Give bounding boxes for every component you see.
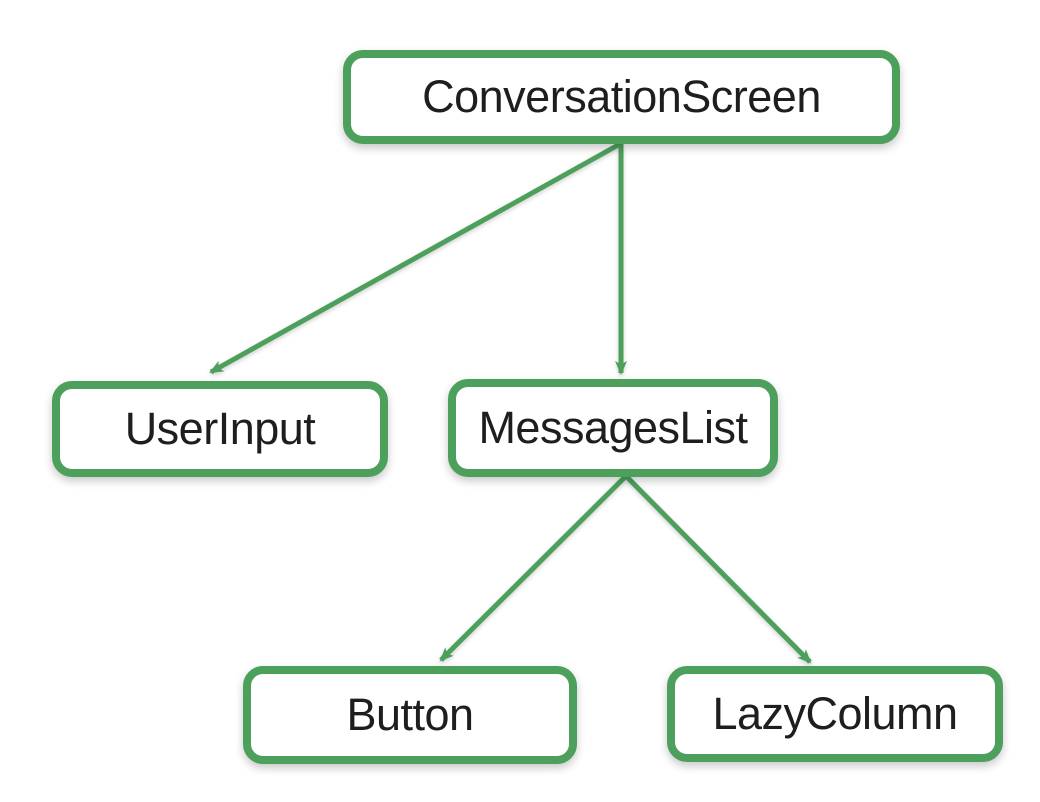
edge-messageslist-to-lazycolumn [624, 474, 812, 664]
edge-messageslist-to-button [439, 474, 628, 662]
node-lazy-column: LazyColumn [667, 666, 1003, 762]
node-button: Button [243, 666, 577, 764]
node-messages-list: MessagesList [448, 379, 778, 477]
node-conversation-screen-label: ConversationScreen [422, 70, 821, 122]
node-lazy-column-label: LazyColumn [712, 687, 958, 739]
node-user-input-label: UserInput [124, 402, 316, 454]
node-messages-list-label: MessagesList [478, 401, 748, 453]
edge-conversationscreen-to-userinput [209, 141, 622, 375]
node-conversation-screen: ConversationScreen [343, 50, 900, 144]
node-user-input: UserInput [52, 381, 388, 477]
node-button-label: Button [346, 688, 474, 740]
